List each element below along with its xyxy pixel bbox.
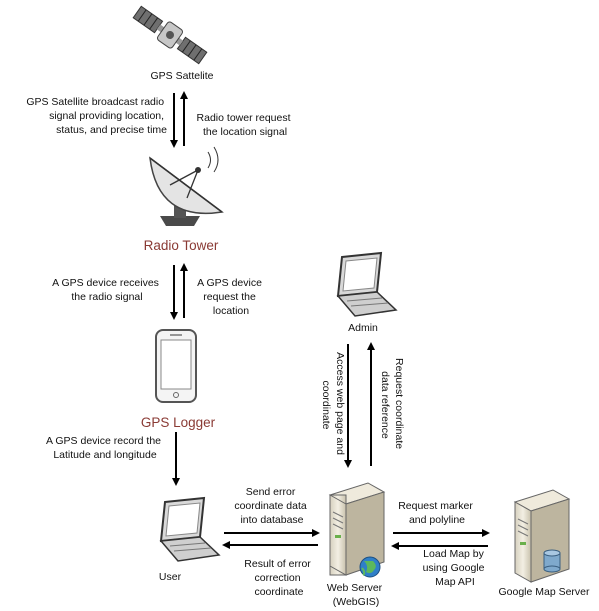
admin-laptop-icon: [336, 251, 398, 317]
edge-label-server-to-user: Result of error correction coordinate: [244, 558, 313, 598]
web-server-label: Web Server (WebGIS): [327, 582, 385, 608]
edge-label-tower-to-satellite: Radio tower request the location signal: [197, 112, 294, 138]
web-server-icon: [328, 482, 386, 576]
edge-label-server-to-google: Request marker and polyline: [398, 500, 476, 526]
radio-dish-icon: [149, 146, 224, 226]
edge-label-admin-to-server: Access web page and coordinate: [320, 352, 346, 458]
smartphone-icon: [155, 329, 197, 403]
user-laptop-icon: [159, 496, 221, 562]
satellite-label: GPS Sattelite: [150, 70, 213, 82]
edge-label-logger-to-user: A GPS device record the Latitude and lon…: [46, 435, 164, 461]
user-label: User: [159, 571, 182, 583]
database-icon: [543, 549, 561, 573]
google-map-server-label: Google Map Server: [498, 586, 590, 598]
edge-label-tower-to-logger: A GPS device receives the radio signal: [52, 277, 162, 303]
edge-label-user-to-server: Send error coordinate data into database: [234, 486, 309, 526]
globe-icon: [359, 556, 381, 578]
admin-label: Admin: [348, 322, 378, 334]
radio-tower-label: Radio Tower: [144, 238, 219, 253]
google-map-server-icon: [513, 489, 571, 583]
gps-logger-label: GPS Logger: [141, 415, 216, 430]
satellite-icon: [132, 5, 208, 65]
edge-label-logger-to-tower: A GPS device request the location: [197, 277, 265, 317]
edge-label-satellite-to-tower: GPS Satellite broadcast radio signal pro…: [26, 96, 167, 136]
edge-label-server-to-admin: Request coordinate data reference: [379, 358, 405, 452]
edge-label-google-to-server: Load Map by using Google Map API: [423, 548, 488, 588]
